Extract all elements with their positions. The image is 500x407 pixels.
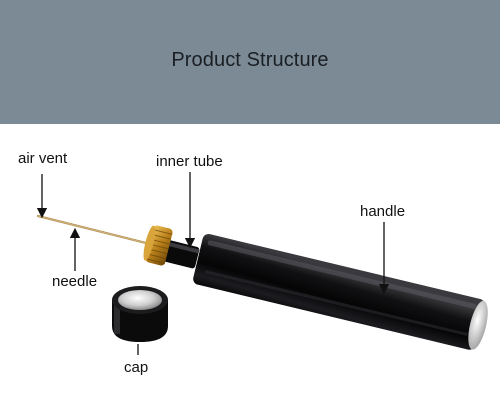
- label-cap: cap: [124, 359, 149, 376]
- handle: [193, 233, 488, 350]
- page-title: Product Structure: [171, 48, 329, 71]
- brass-nut: [143, 225, 173, 266]
- label-inner-tube: inner tube: [156, 153, 223, 170]
- label-needle: needle: [52, 273, 98, 290]
- handle-end-cap: [468, 300, 488, 350]
- cap-part: [112, 286, 168, 342]
- title-banner: Product Structure: [0, 0, 500, 124]
- label-handle: handle: [360, 203, 406, 220]
- label-air-vent: air vent: [18, 150, 68, 167]
